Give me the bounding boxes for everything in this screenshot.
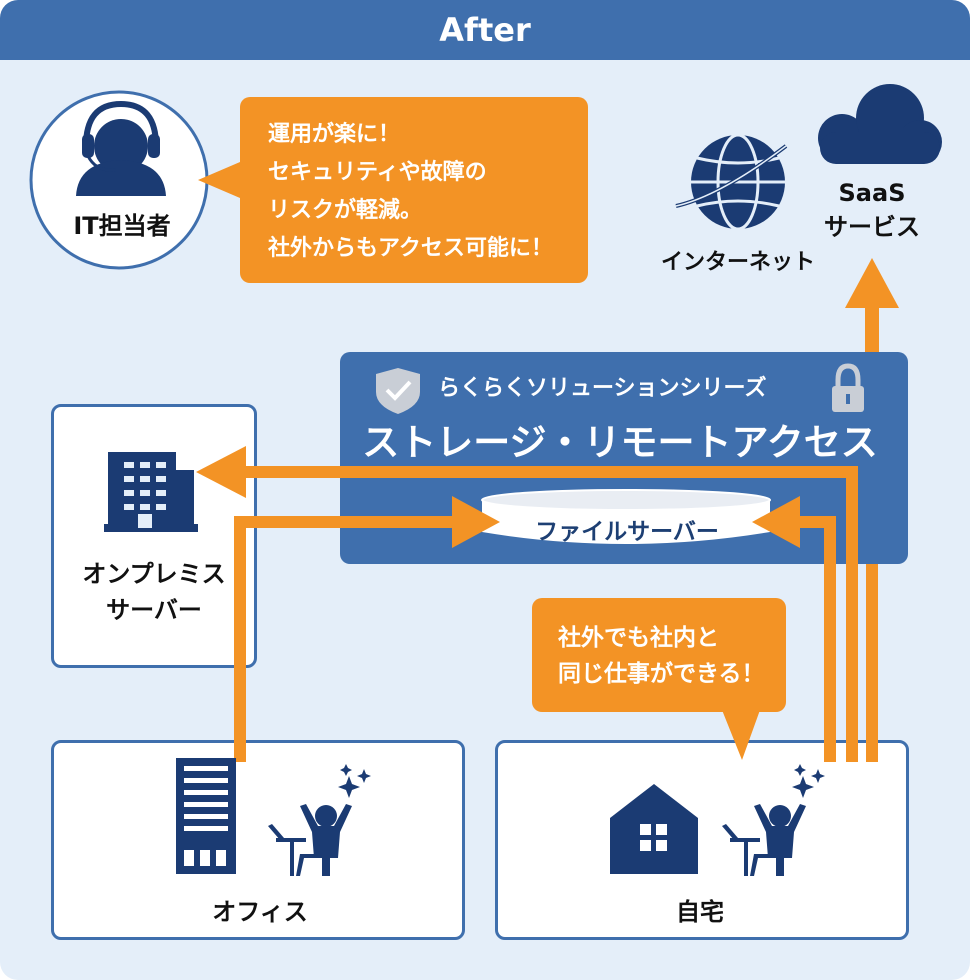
onprem-label: オンプレミス サーバー bbox=[54, 556, 254, 628]
lock-icon bbox=[832, 363, 864, 412]
work-bubble-line: 社外でも社内と bbox=[558, 625, 719, 651]
file-server-label: ファイルサーバー bbox=[535, 519, 719, 545]
work-speech-bubble bbox=[532, 598, 786, 760]
shield-check-icon bbox=[376, 368, 420, 414]
arrow-office-to-fileserver bbox=[234, 516, 462, 762]
building-icon bbox=[104, 452, 198, 532]
staff-bubble-line: 運用が楽に！ bbox=[268, 122, 401, 147]
happy-worker-icon-office bbox=[268, 764, 371, 876]
it-staff-label: IT担当者 bbox=[73, 212, 171, 240]
header-title: After bbox=[0, 0, 970, 60]
product-name: ストレージ・リモートアクセス bbox=[362, 421, 878, 464]
arrowhead-onprem bbox=[196, 446, 246, 498]
onprem-server-box bbox=[51, 404, 257, 668]
onprem-label-line: オンプレミス bbox=[82, 560, 226, 588]
staff-bubble-text: 運用が楽に！ セキュリティや故障の リスクが軽減。 社外からもアクセス可能に！ bbox=[268, 116, 553, 268]
globe-icon bbox=[675, 133, 788, 231]
staff-bubble-line: リスクが軽減。 bbox=[268, 198, 423, 223]
product-series: らくらくソリューションシリーズ bbox=[438, 376, 767, 401]
staff-bubble-line: セキュリティや故障の bbox=[268, 160, 487, 185]
house-icon bbox=[610, 784, 698, 874]
server-tower-icon bbox=[176, 758, 236, 874]
arrow-to-onprem bbox=[234, 466, 858, 762]
saas-label-line: サービス bbox=[824, 213, 920, 241]
home-label: 自宅 bbox=[676, 898, 724, 926]
internet-label: インターネット bbox=[660, 250, 815, 275]
arrow-home-to-fileserver bbox=[790, 516, 836, 762]
home-box bbox=[495, 740, 909, 940]
arrowhead-home-fileserver bbox=[752, 496, 800, 548]
arrowhead-office-fileserver bbox=[452, 496, 500, 548]
onprem-label-line: サーバー bbox=[106, 596, 202, 624]
work-bubble-line: 同じ仕事ができる！ bbox=[558, 661, 765, 687]
headset-user-icon bbox=[76, 100, 166, 196]
staff-speech-bubble bbox=[198, 97, 588, 283]
file-server-disk bbox=[481, 489, 771, 544]
saas-label: SaaS サービス bbox=[810, 176, 934, 244]
office-box bbox=[51, 740, 465, 940]
office-label: オフィス bbox=[212, 898, 308, 926]
staff-bubble-line: 社外からもアクセス可能に！ bbox=[268, 236, 553, 261]
saas-label-line: SaaS bbox=[838, 179, 906, 207]
cloud-icon bbox=[818, 84, 942, 164]
work-bubble-text: 社外でも社内と 同じ仕事ができる！ bbox=[558, 620, 765, 692]
happy-worker-icon-home bbox=[722, 764, 825, 876]
